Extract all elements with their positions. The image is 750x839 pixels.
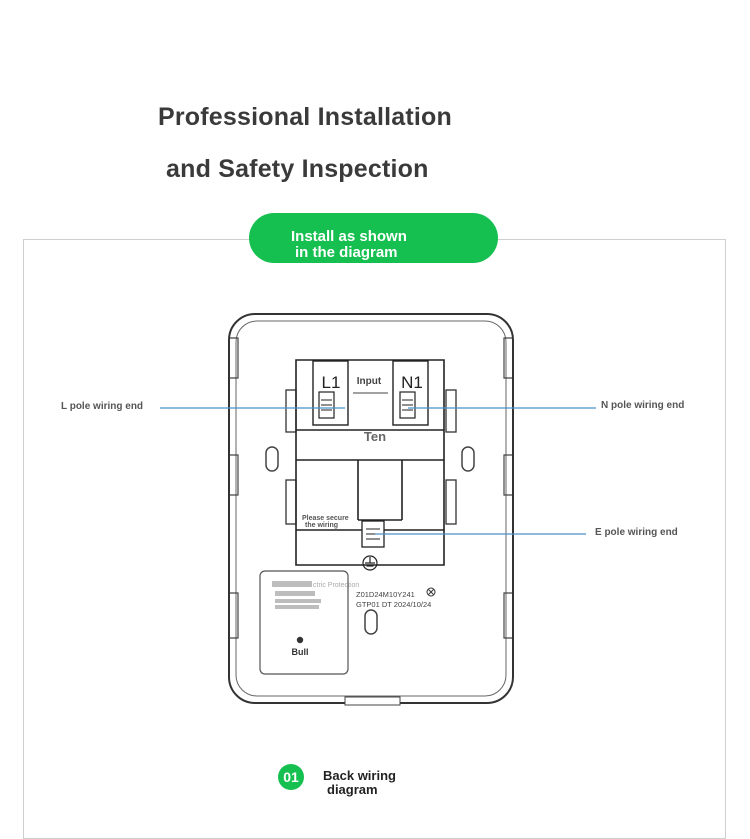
terminal-body — [295, 359, 445, 566]
terminal-n1 — [392, 360, 429, 426]
input-label: Input — [357, 376, 382, 387]
title-line-2: and Safety Inspection — [166, 155, 429, 183]
blurred-label-text — [272, 581, 321, 609]
bottom-tab — [344, 696, 401, 706]
sticker-dot — [296, 636, 304, 644]
title-line-1: Professional Installation — [158, 103, 452, 131]
terminal-l1-label: L1 — [322, 373, 341, 392]
code-line-1: Z01D24M10Y241 — [356, 590, 415, 599]
step-caption-line-1: Back wiring — [323, 768, 396, 783]
mount-slot-right — [461, 446, 475, 472]
mount-slot-left — [265, 446, 279, 472]
step-badge: 01 — [278, 764, 304, 790]
terminal-l1 — [312, 360, 349, 426]
registration-icon — [426, 587, 436, 597]
secure-note-line-1: Please secure — [302, 515, 349, 522]
brand-label: Bull — [292, 647, 309, 657]
label-sticker — [259, 570, 349, 675]
banner-line-2: in the diagram — [295, 244, 398, 261]
n-pole-label: N pole wiring end — [601, 400, 685, 411]
code-line-2: GTP01 DT 2024/10/24 — [356, 600, 431, 609]
ground-icon — [362, 555, 378, 571]
side-notches — [230, 337, 512, 639]
install-banner: Install as shown in the diagram — [249, 213, 498, 263]
callout-lines — [160, 407, 596, 535]
page-title: Professional Installation and Safety Ins… — [158, 78, 452, 208]
step-caption: Back wiring diagram — [323, 769, 396, 797]
mount-slot-bottom — [364, 609, 378, 635]
secure-note-line-2: the wiring — [305, 522, 338, 529]
terminal-n1-label: N1 — [401, 373, 423, 392]
l-pole-label: L pole wiring end — [61, 401, 144, 412]
banner-line-1: Install as shown — [291, 228, 407, 245]
blurred-caption: ctric Protection — [313, 582, 359, 589]
ten-label: Ten — [364, 429, 386, 444]
e-pole-label: E pole wiring end — [595, 527, 678, 538]
step-caption-line-2: diagram — [327, 782, 378, 797]
socket-plate-inner — [235, 320, 507, 697]
terminal-e — [361, 520, 385, 548]
